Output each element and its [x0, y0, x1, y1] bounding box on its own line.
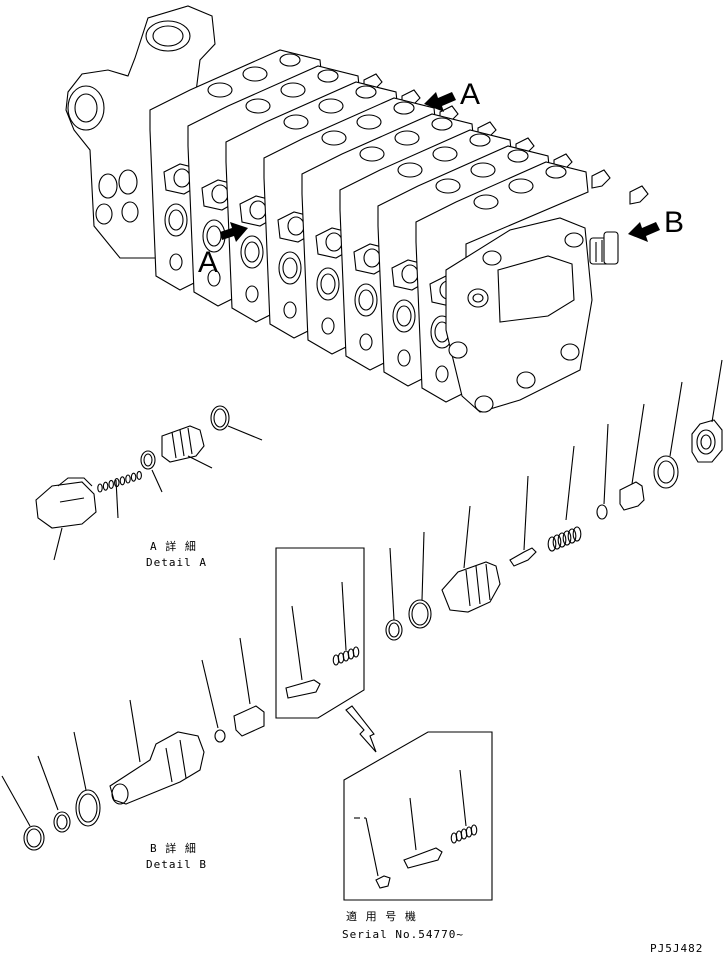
callout-label-a: A	[198, 246, 218, 279]
sleeve	[233, 637, 265, 737]
valve-body	[441, 505, 501, 613]
o-ring-large	[73, 731, 101, 827]
callout-a-left: A	[198, 222, 248, 279]
serial-label-en: Serial No.54770~	[342, 928, 464, 941]
nut	[691, 359, 723, 463]
spring	[547, 526, 582, 552]
detail-b-parts: B 詳 細 Detail B	[1, 359, 723, 901]
detail-a-label-jp: A 詳 細	[150, 539, 197, 553]
callout-label-a: A	[460, 78, 480, 111]
backup-ring-b	[37, 755, 71, 833]
o-ring	[140, 450, 163, 493]
detail-b-label-en: Detail B	[146, 858, 207, 871]
spring	[450, 824, 478, 844]
small-ball	[596, 423, 609, 520]
arrow-icon	[220, 222, 248, 242]
seal-ring	[210, 405, 263, 441]
arrow-icon	[628, 222, 660, 242]
backup-ring	[385, 547, 403, 641]
callout-a-top: A	[424, 78, 480, 112]
cap	[619, 403, 645, 511]
arrow-down-icon	[345, 705, 377, 753]
inset-box-serial	[343, 731, 493, 901]
callout-label-b: B	[664, 206, 684, 239]
spool	[109, 699, 205, 805]
pin	[509, 475, 537, 567]
poppet	[161, 425, 213, 469]
spring	[97, 470, 142, 493]
ring	[653, 381, 683, 489]
control-valve-assembly	[65, 5, 649, 413]
inset-box-current	[275, 547, 365, 719]
plug	[35, 477, 97, 561]
serial-label-jp: 適 用 号 機	[346, 909, 417, 923]
washer	[201, 659, 226, 743]
o-ring	[408, 531, 432, 629]
o-ring-small	[1, 775, 45, 851]
callout-b-right: B	[628, 206, 684, 242]
detail-a-parts: A 詳 細 Detail A	[35, 405, 263, 569]
detail-a-label-en: Detail A	[146, 556, 207, 569]
spring	[332, 646, 360, 666]
detail-b-label-jp: B 詳 細	[150, 841, 197, 855]
drawing-code: PJ5J482	[650, 942, 703, 955]
arrow-icon	[424, 92, 456, 112]
